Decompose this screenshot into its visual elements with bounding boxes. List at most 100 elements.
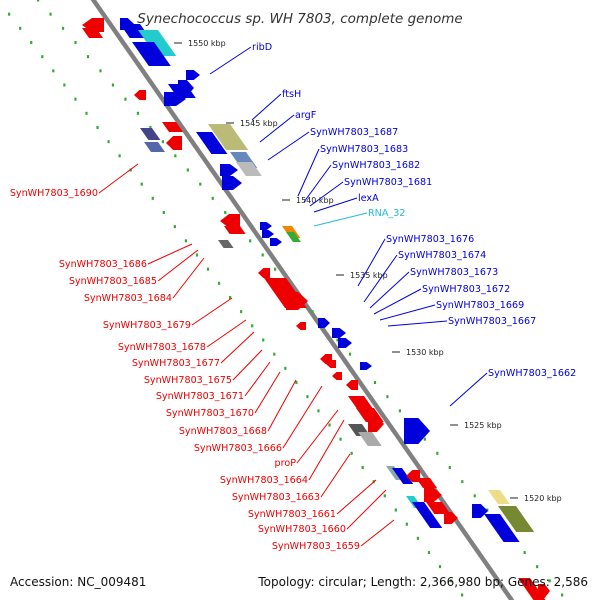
reverse-gene-arrow — [326, 360, 336, 368]
tick-dot — [124, 97, 127, 101]
tick-dot — [383, 494, 386, 498]
forward-label-leader — [259, 114, 295, 143]
forward-gene-label: SynWH7803_1682 — [332, 160, 420, 171]
reverse-label-leader — [336, 479, 377, 515]
forward-label-leader — [267, 131, 310, 161]
tick-dot — [149, 126, 152, 129]
forward-label-leader — [251, 93, 282, 121]
forward-gene-label: argF — [295, 110, 316, 121]
forward-gene-arrow — [208, 124, 249, 150]
reverse-gene-label: SynWH7803_1686 — [59, 259, 147, 270]
kbp-tick-label: 1520 kbp — [524, 494, 562, 503]
kbp-tick-label: 1530 kbp — [406, 348, 444, 357]
tick-dot — [186, 168, 189, 172]
forward-gene-label: lexA — [358, 193, 379, 204]
tick-dot — [61, 26, 65, 30]
forward-gene-label: SynWH7803_1662 — [488, 368, 576, 379]
tick-dot — [416, 536, 420, 540]
forward-gene-label: SynWH7803_1667 — [448, 316, 536, 327]
reverse-gene-arrow — [424, 488, 442, 502]
reverse-label-leader — [157, 249, 199, 282]
reverse-label-leader — [308, 419, 345, 481]
reverse-label-leader — [206, 319, 247, 348]
forward-gene-arrow — [178, 80, 194, 96]
reverse-gene-label: SynWH7803_1671 — [156, 391, 244, 402]
forward-gene-label: SynWH7803_1683 — [320, 144, 408, 155]
tick-dot — [350, 451, 353, 455]
forward-gene-label: SynWH7803_1669 — [436, 300, 524, 311]
reverse-gene-arrow — [538, 584, 550, 598]
tick-dot — [274, 267, 277, 271]
reverse-label-leader — [282, 385, 323, 449]
tick-dot — [336, 338, 339, 342]
tick-dot — [30, 41, 33, 44]
reverse-label-leader — [360, 519, 395, 547]
forward-gene-label: SynWH7803_1672 — [422, 284, 510, 295]
reverse-gene-label: SynWH7803_1668 — [179, 426, 267, 437]
forward-gene-arrow — [488, 490, 510, 504]
reverse-label-leader — [232, 349, 263, 381]
forward-gene-label: ribD — [252, 42, 272, 53]
tick-dot — [295, 381, 298, 384]
reverse-gene-arrow — [220, 214, 240, 228]
tick-dot — [199, 182, 202, 186]
reverse-label-leader — [267, 379, 297, 432]
reverse-gene-label: proP — [275, 458, 297, 469]
forward-gene-label: SynWH7803_1673 — [410, 267, 498, 278]
forward-gene-arrow — [472, 504, 488, 518]
reverse-gene-label: SynWH7803_1679 — [103, 320, 191, 331]
tick-dot — [8, 12, 11, 16]
forward-label-leader — [209, 46, 252, 75]
tick-dot — [118, 154, 121, 158]
reverse-gene-arrow — [166, 136, 182, 150]
tick-dot — [240, 310, 243, 314]
reverse-gene-labels: SynWH7803_1690SynWH7803_1686SynWH7803_16… — [10, 163, 395, 552]
reverse-gene-label: SynWH7803_1685 — [69, 276, 157, 287]
reverse-label-leader — [98, 163, 139, 194]
kbp-tick-label: 1525 kbp — [464, 421, 502, 430]
tick-dot — [461, 480, 464, 484]
tick-dot — [74, 41, 77, 44]
topology-text: Topology: circular; Length: 2,366,980 bp… — [257, 575, 588, 589]
forward-label-leader — [313, 197, 358, 213]
forward-gene-arrow — [220, 164, 238, 176]
tick-dot — [161, 140, 164, 144]
tick-dot — [37, 0, 40, 2]
reverse-gene-arrow — [358, 432, 382, 446]
tick-dot — [394, 508, 397, 512]
forward-gene-label: RNA_32 — [368, 208, 405, 219]
tick-dot — [151, 196, 154, 200]
tick-dot — [111, 83, 115, 87]
reverse-gene-label: SynWH7803_1666 — [194, 443, 282, 454]
tick-dot — [173, 225, 176, 229]
tick-dot — [174, 154, 177, 158]
forward-gene-arrow — [132, 42, 171, 66]
forward-gene-labels: ribDftsHargFSynWH7803_1687SynWH7803_1683… — [209, 42, 576, 407]
tick-dot — [523, 551, 526, 554]
forward-gene-arrow — [318, 318, 330, 328]
reverse-gene-arrow — [426, 502, 451, 514]
tick-dot — [561, 593, 564, 597]
tick-dot — [217, 281, 221, 285]
reverse-gene-arrow — [296, 322, 306, 330]
forward-gene-arrow — [498, 506, 535, 532]
forward-gene-label: ftsH — [282, 89, 301, 100]
tick-dot — [536, 565, 539, 569]
reverse-label-leader — [296, 409, 339, 464]
forward-gene-arrow — [138, 30, 177, 56]
forward-gene-arrow — [270, 238, 282, 246]
tick-dot — [473, 494, 476, 498]
reverse-gene-label: SynWH7803_1684 — [84, 293, 172, 304]
forward-label-leader — [303, 164, 332, 203]
tick-dot — [398, 409, 402, 413]
reverse-gene-arrow — [416, 478, 437, 488]
reverse-label-leader — [244, 361, 271, 397]
reverse-gene-arrow — [332, 372, 342, 380]
reverse-label-leader — [254, 371, 281, 414]
tick-dot — [448, 466, 451, 469]
tick-dot — [211, 196, 214, 200]
tick-dot — [162, 211, 165, 214]
tick-dot — [86, 55, 90, 59]
